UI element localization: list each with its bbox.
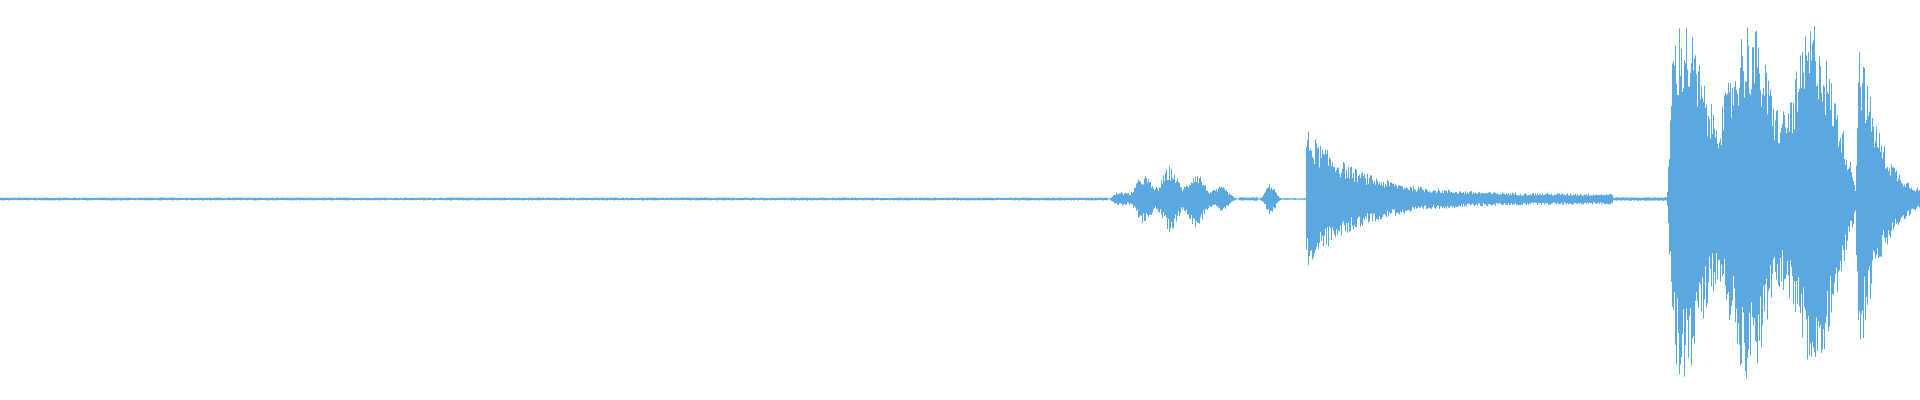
waveform-samples xyxy=(0,25,1920,379)
